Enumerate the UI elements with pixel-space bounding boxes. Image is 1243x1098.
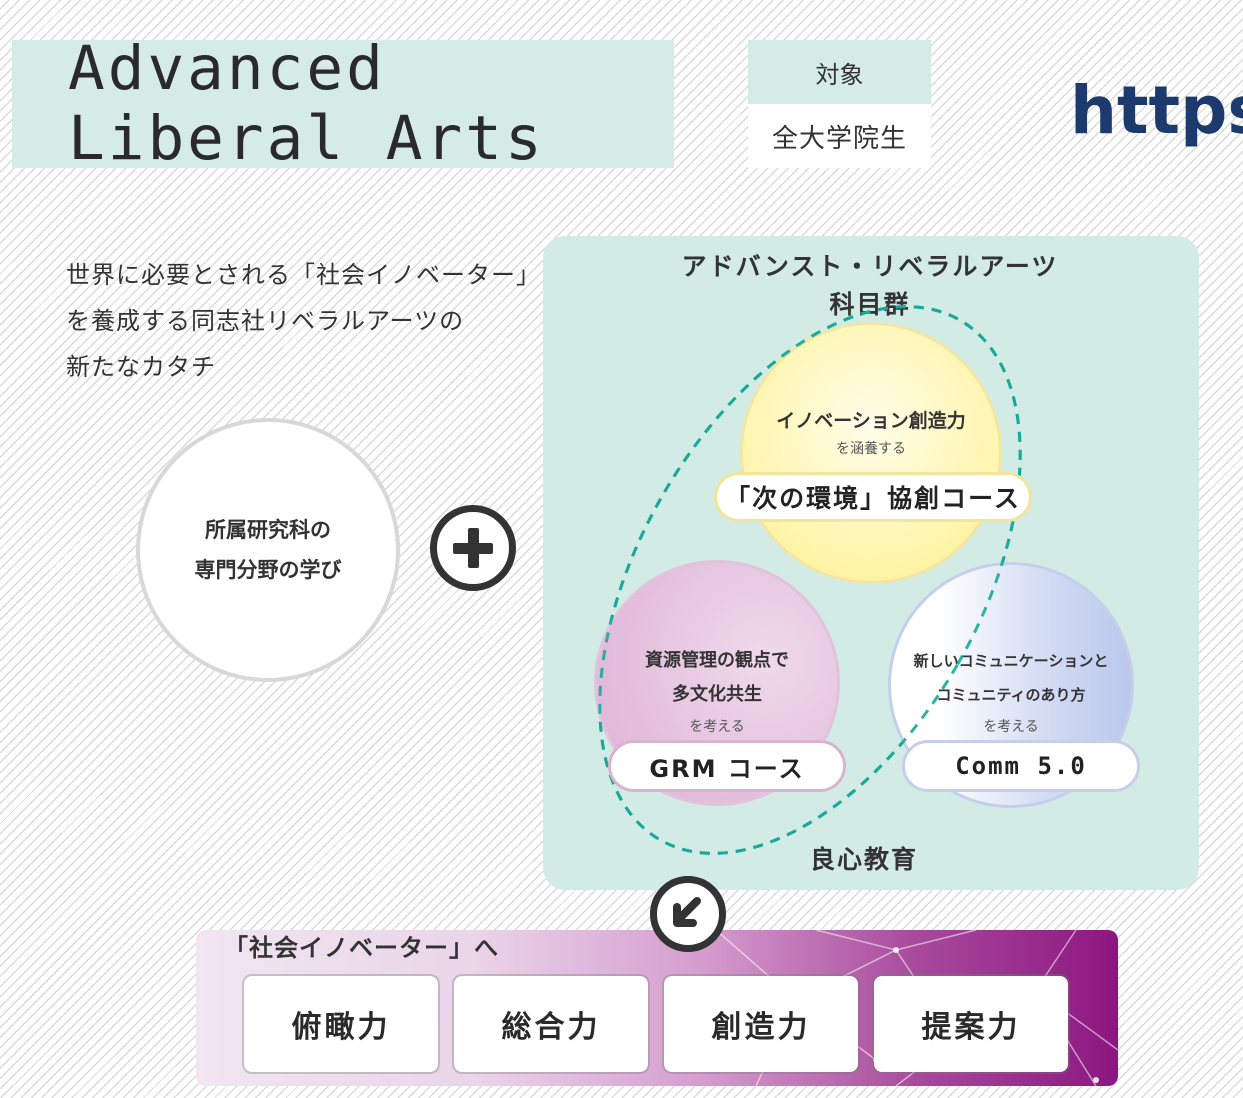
url-fragment: https: [1070, 72, 1243, 149]
course-sub-innovation: を涵養する: [836, 441, 906, 457]
target-label: 対象: [748, 40, 931, 104]
major-study-text: 所属研究科の 専門分野の学び: [194, 518, 342, 582]
title-band: [12, 40, 674, 168]
major-study-circle: 所属研究科の 専門分野の学び: [136, 418, 400, 682]
arrow-down-left-icon: [650, 876, 726, 952]
course-sub-grm: を考える: [689, 719, 745, 735]
target-box: 対象 全大学院生: [748, 40, 931, 168]
target-value: 全大学院生: [771, 123, 907, 154]
page-title: Advanced Liberal Arts: [68, 33, 545, 174]
course-sub-comm: を考える: [983, 719, 1039, 735]
course-pill-comm: Comm 5.0: [902, 740, 1140, 792]
course-circle-innovation: [740, 322, 1002, 584]
innovator-heading: 「社会イノベーター」へ: [224, 934, 499, 962]
skill-box-synthesis: 総合力: [454, 976, 648, 1072]
course-pill-grm: GRM コース: [608, 740, 846, 792]
course-heading-grm: 資源管理の観点で 多文化共生: [645, 650, 789, 705]
tagline: 世界に必要とされる「社会イノベーター」 を養成する同志社リベラルアーツの 新たな…: [66, 261, 541, 381]
dashed-ellipse-overlay: [598, 305, 1022, 855]
panel-title: アドバンスト・リベラルアーツ 科目群: [681, 252, 1059, 319]
conscience-education-label: 良心教育: [810, 845, 919, 874]
course-heading-innovation: イノベーション創造力: [776, 410, 966, 432]
skill-box-overview: 俯瞰力: [244, 976, 438, 1072]
plus-circle-icon: [430, 505, 516, 591]
skill-box-creativity: 創造力: [664, 976, 858, 1072]
skill-box-proposal: 提案力: [874, 976, 1068, 1072]
course-pill-innovation: 「次の環境」協創コース: [714, 472, 1032, 522]
